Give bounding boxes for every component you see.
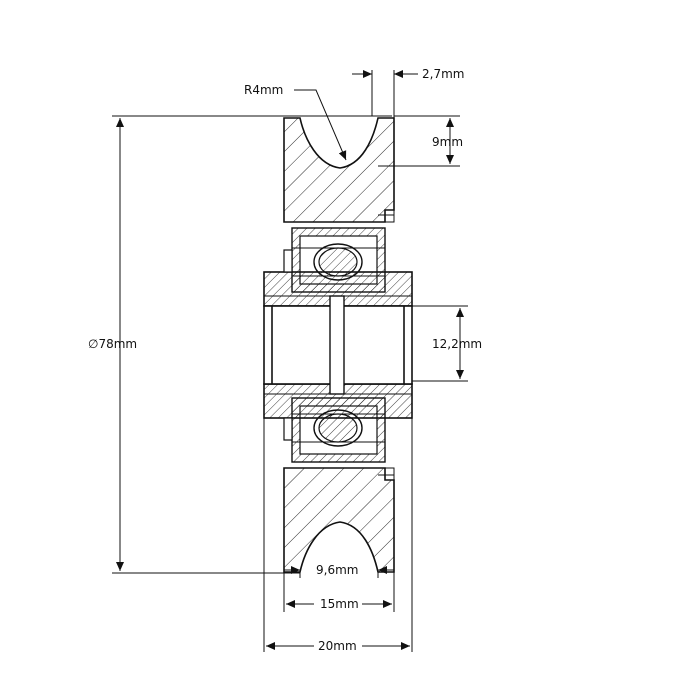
leader-radius (294, 89, 347, 161)
hub-sleeve (263, 271, 413, 419)
label-outer-diameter: ∅78mm (88, 337, 137, 351)
label-bore-diameter: 12,2mm (432, 337, 482, 351)
label-radius: R4mm (244, 83, 283, 97)
pulley-upper-body (283, 117, 395, 223)
side-shoulders (283, 249, 293, 441)
label-groove-depth: 9mm (432, 135, 463, 149)
extension-lines (112, 70, 468, 652)
retaining-step (378, 210, 395, 480)
label-total-width: 20mm (318, 639, 357, 653)
pulley-lower-body (283, 467, 395, 573)
label-groove-depth-offset: 2,7mm (422, 67, 464, 81)
label-inner-width: 15mm (320, 597, 359, 611)
label-groove-width: 9,6mm (316, 563, 358, 577)
